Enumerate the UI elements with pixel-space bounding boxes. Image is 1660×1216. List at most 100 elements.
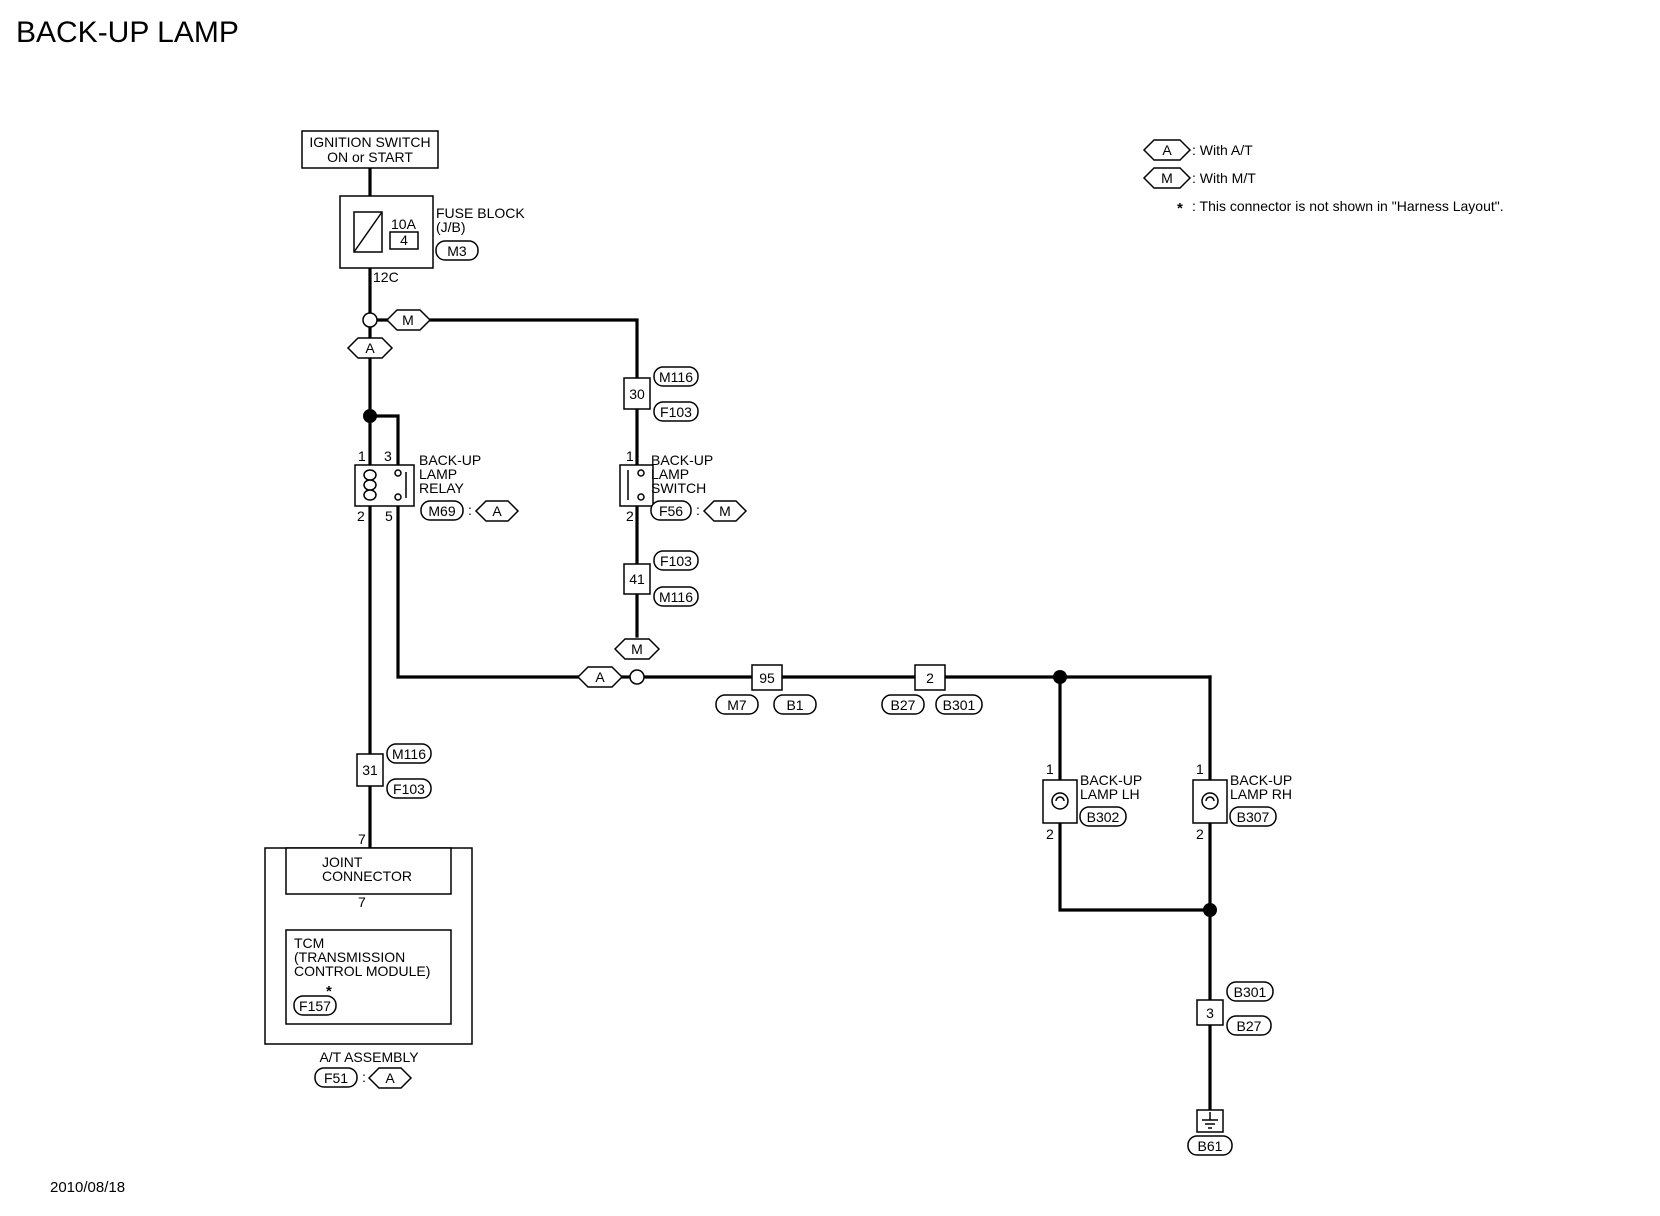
variant-tag: [1142, 167, 1192, 189]
relay-connector: M69: [428, 503, 455, 519]
lamp-rh-pin-top: 1: [1196, 761, 1204, 777]
joint-30-bottom: F103: [660, 404, 692, 420]
ignition-switch-state: ON or START: [327, 149, 413, 165]
legend-star: *: [1177, 200, 1183, 217]
connector-pill: [1187, 1135, 1233, 1156]
switch-label: LAMP: [651, 466, 689, 482]
connector-pill: [1226, 1015, 1272, 1036]
variant-tag: [474, 500, 520, 522]
connector-pill: [881, 694, 925, 715]
switch-sep: :: [696, 502, 700, 518]
tcm-label: (TRANSMISSION: [294, 949, 405, 965]
legend-at-text: : With A/T: [1192, 142, 1253, 158]
joint-connector-label: JOINT: [322, 854, 363, 870]
tcm-star: *: [326, 983, 332, 1000]
joint-95-right: B1: [786, 697, 803, 713]
connector-pill: [420, 500, 464, 521]
joint-connector-label: CONNECTOR: [322, 868, 412, 884]
connector-pill: [653, 401, 699, 422]
connector-pill: [653, 366, 699, 387]
joint-3-bottom: B27: [1237, 1018, 1262, 1034]
connector-pill: [314, 1067, 358, 1088]
at-pin-mid: 7: [358, 894, 366, 910]
joint-3-number: 3: [1206, 1005, 1214, 1021]
tcm-label: TCM: [294, 935, 324, 951]
splice-point: [362, 312, 378, 328]
lamp-lh-connector: B302: [1087, 809, 1120, 825]
relay-variant: A: [492, 503, 502, 519]
fuse-connector: M3: [447, 243, 467, 259]
at-assembly-sep: :: [362, 1069, 366, 1085]
junction-dot: [1053, 670, 1067, 684]
relay-label: BACK-UP: [419, 452, 481, 468]
lamp-rh-connector: B307: [1237, 809, 1270, 825]
joint-95-number: 95: [759, 670, 775, 686]
joint-41: [623, 563, 651, 595]
switch-contact: [637, 469, 645, 477]
connector-pill: [386, 778, 432, 799]
relay-pin-com: 3: [384, 448, 392, 464]
joint-3: [1196, 999, 1224, 1026]
wire-lamps-ground: [1058, 821, 1212, 912]
lamp-rh-filament: [1205, 796, 1215, 802]
variant-tag: [367, 1067, 413, 1089]
lamp-lh-label: LAMP LH: [1080, 786, 1140, 802]
legend-mt-code: M: [1161, 170, 1173, 186]
fuse-number: 4: [400, 232, 408, 248]
at-assembly-connector: F51: [324, 1070, 348, 1086]
lamp-rh-pin-bottom: 2: [1196, 826, 1204, 842]
variant-tag: [385, 309, 432, 331]
wire-relay-com: [368, 414, 400, 467]
connector-pill: [293, 995, 337, 1016]
tcm-label: CONTROL MODULE): [294, 963, 430, 979]
switch-label: SWITCH: [651, 480, 706, 496]
relay-contact: [394, 469, 402, 477]
switch-connector: F56: [659, 503, 683, 519]
wire-relay-out: [396, 504, 580, 679]
relay-pin-in: 1: [358, 448, 366, 464]
connector-pill: [1226, 981, 1274, 1002]
connector-pill: [935, 694, 983, 715]
tcm-connector: F157: [299, 998, 331, 1014]
splice-top-mt: M: [402, 312, 414, 328]
lamp-lh-label: BACK-UP: [1080, 772, 1142, 788]
joint-41-number: 41: [629, 571, 645, 587]
relay-box: [354, 464, 415, 507]
joint-2: [914, 664, 946, 691]
junction-dot: [1203, 903, 1217, 917]
legend-at-code: A: [1162, 142, 1172, 158]
fuse-number-box: [389, 231, 419, 250]
ignition-switch-box: [301, 130, 439, 169]
legend: A : With A/T M : With M/T * : This conne…: [1142, 139, 1504, 217]
relay-pin-out: 5: [385, 508, 393, 524]
connector-pill: [1229, 806, 1277, 827]
relay-contact: [394, 493, 402, 501]
splice-top-at: A: [365, 340, 375, 356]
fuse-icon-slash: [353, 211, 383, 253]
wire-mt-top: [375, 318, 639, 380]
lamp-rh-label: BACK-UP: [1230, 772, 1292, 788]
variant-tag: [576, 666, 624, 688]
switch-variant: M: [719, 503, 731, 519]
joint-31-bottom: F103: [393, 781, 425, 797]
switch-pin-out: 2: [626, 508, 634, 524]
switch-pin-in: 1: [626, 448, 634, 464]
joint-2-right: B301: [943, 697, 976, 713]
joint-41-bottom: M116: [659, 589, 693, 605]
ground-connector: B61: [1198, 1138, 1223, 1154]
at-pin-top: 7: [358, 831, 366, 847]
fuse-rating: 10A: [391, 216, 417, 232]
at-assembly-variant: A: [385, 1070, 395, 1086]
ignition-switch-label: IGNITION SWITCH: [309, 134, 430, 150]
page-title: BACK-UP LAMP: [16, 16, 239, 49]
diagram-date: 2010/08/18: [50, 1179, 125, 1196]
joint-41-top: F103: [660, 553, 692, 569]
switch-contact: [637, 493, 645, 501]
variant-tag: [613, 638, 661, 660]
lamp-lh-filament: [1055, 796, 1065, 802]
joint-3-top: B301: [1234, 984, 1267, 1000]
joint-30-number: 30: [629, 386, 645, 402]
lamp-lh-bulb-icon: [1051, 792, 1069, 810]
joint-connector-box: [285, 847, 452, 895]
splice-mid-at: A: [595, 669, 605, 685]
